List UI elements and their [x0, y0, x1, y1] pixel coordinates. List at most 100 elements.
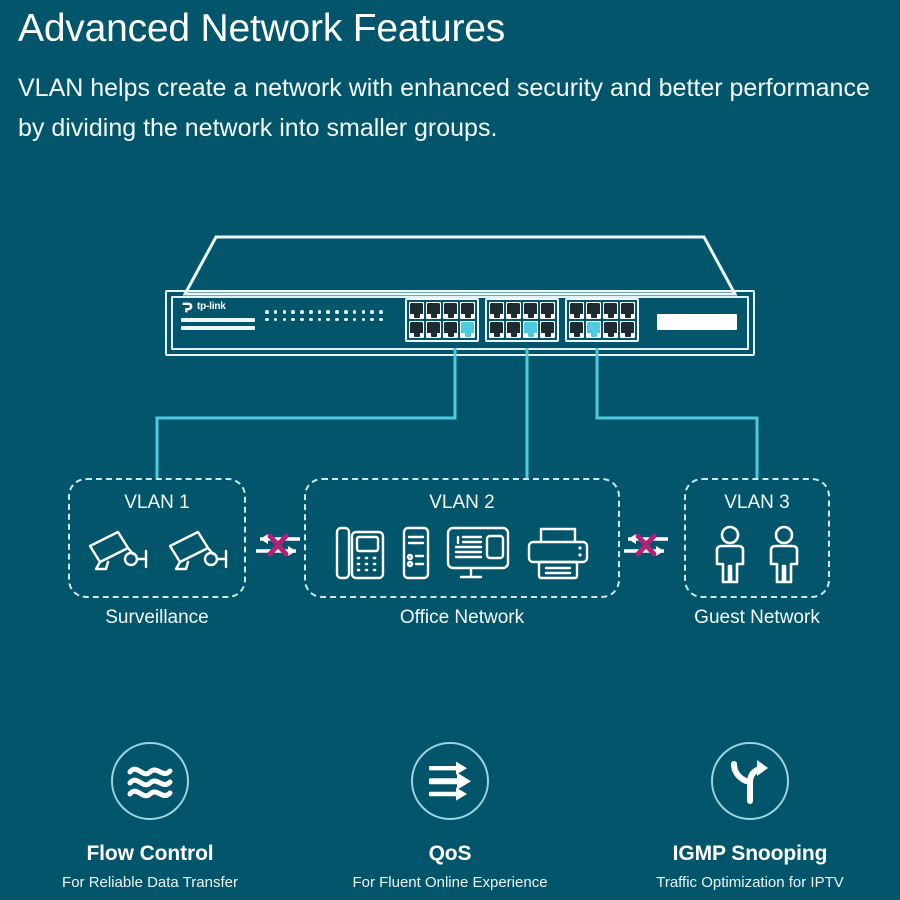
ethernet-port-area — [405, 298, 639, 342]
ethernet-port[interactable] — [620, 302, 635, 319]
ethernet-port[interactable] — [426, 321, 441, 338]
vlan-1-caption: Surveillance — [105, 607, 209, 628]
ethernet-port-active[interactable] — [523, 321, 538, 338]
feature-title: IGMP Snooping — [672, 842, 828, 865]
front-label-panel — [657, 314, 737, 330]
port-row — [489, 321, 555, 338]
led-indicator — [352, 310, 357, 314]
led-indicator — [291, 317, 295, 322]
ethernet-port[interactable] — [443, 321, 458, 338]
led-indicator — [282, 317, 287, 322]
led-indicator — [352, 317, 357, 322]
ethernet-port[interactable] — [426, 302, 441, 319]
feature-subtitle: Traffic Optimization for IPTV — [656, 874, 844, 891]
port-row — [409, 321, 475, 338]
ethernet-port[interactable] — [443, 302, 458, 319]
led-row — [265, 310, 383, 314]
vlan-group-2: VLAN 2 — [304, 478, 620, 598]
led-indicator — [361, 310, 366, 314]
cable-to-vlan1 — [155, 348, 457, 478]
vlan-2-caption: Office Network — [399, 607, 525, 628]
led-indicator — [379, 317, 383, 322]
ethernet-port[interactable] — [586, 302, 601, 319]
led-row — [265, 317, 383, 322]
ethernet-port[interactable] — [620, 321, 635, 338]
led-indicator — [370, 310, 374, 314]
led-indicator — [273, 317, 278, 322]
page-subtitle: VLAN helps create a network with enhance… — [18, 74, 870, 142]
security-camera-icon — [88, 530, 148, 571]
ethernet-port[interactable] — [540, 321, 555, 338]
vlan-1-title: VLAN 1 — [124, 492, 190, 513]
desk-phone-icon — [335, 526, 385, 580]
header: Advanced Network Features VLAN helps cre… — [18, 4, 898, 148]
ethernet-port[interactable] — [569, 302, 584, 319]
feature-qos: QoS For Fluent Online Experience — [300, 742, 600, 891]
brand-block: tp-link — [181, 300, 259, 330]
ethernet-port[interactable] — [523, 302, 538, 319]
port-row — [569, 302, 635, 319]
led-indicator — [300, 310, 304, 314]
igmp-icon-ring — [711, 742, 789, 820]
person-icon — [715, 525, 745, 584]
port-group — [485, 298, 559, 342]
monitor-icon — [446, 526, 510, 579]
feature-title: Flow Control — [86, 842, 214, 865]
tp-link-logo-icon — [182, 302, 193, 312]
led-indicator-matrix — [265, 310, 383, 322]
ethernet-port[interactable] — [506, 302, 521, 319]
printer-icon — [527, 527, 589, 580]
ethernet-port-active[interactable] — [460, 321, 475, 338]
led-indicator — [291, 310, 295, 314]
ethernet-port[interactable] — [409, 302, 424, 319]
switch-front-panel: tp-link — [165, 290, 755, 356]
ethernet-port[interactable] — [569, 321, 584, 338]
vlan-2-devices — [306, 524, 618, 582]
person-icon — [769, 525, 799, 584]
brand-bar-bottom — [181, 326, 255, 330]
ethernet-port[interactable] — [409, 321, 424, 338]
port-row — [569, 321, 635, 338]
led-indicator — [308, 310, 313, 314]
led-indicator — [335, 310, 339, 314]
port-row — [489, 302, 555, 319]
vlan-3-devices — [686, 524, 828, 586]
blocked-traffic-icon — [256, 533, 300, 557]
port-row — [409, 302, 475, 319]
qos-icon-ring — [411, 742, 489, 820]
feature-subtitle: For Fluent Online Experience — [352, 874, 548, 891]
brand-name: tp-link — [197, 301, 226, 312]
feature-row: Flow Control For Reliable Data Transfer … — [0, 742, 900, 891]
security-camera-icon — [168, 530, 228, 571]
blocked-traffic-icon — [624, 533, 668, 557]
led-indicator — [344, 317, 348, 322]
ethernet-port-active[interactable] — [586, 321, 601, 338]
led-indicator — [326, 310, 331, 314]
qos-arrows-icon — [429, 761, 471, 801]
led-indicator — [317, 310, 322, 314]
flow-waves-icon — [127, 766, 173, 799]
led-indicator — [317, 317, 322, 322]
ethernet-port[interactable] — [460, 302, 475, 319]
led-indicator — [300, 317, 304, 322]
led-indicator — [282, 310, 287, 314]
vlan-group-3: VLAN 3 — [684, 478, 830, 598]
vlan-3-caption: Guest Network — [694, 607, 820, 628]
led-indicator — [335, 317, 339, 322]
led-indicator — [370, 317, 374, 322]
led-indicator — [344, 310, 348, 314]
ethernet-port[interactable] — [540, 302, 555, 319]
led-indicator — [273, 310, 278, 314]
ethernet-port[interactable] — [489, 321, 504, 338]
ethernet-port[interactable] — [506, 321, 521, 338]
ethernet-port[interactable] — [603, 302, 618, 319]
led-indicator — [265, 310, 269, 314]
led-indicator — [326, 317, 331, 322]
port-group — [405, 298, 479, 342]
ethernet-port[interactable] — [489, 302, 504, 319]
feature-igmp-snooping: IGMP Snooping Traffic Optimization for I… — [600, 742, 900, 891]
cable-to-vlan3 — [595, 348, 759, 478]
led-indicator — [308, 317, 313, 322]
ethernet-port[interactable] — [603, 321, 618, 338]
feature-subtitle: For Reliable Data Transfer — [62, 874, 238, 891]
